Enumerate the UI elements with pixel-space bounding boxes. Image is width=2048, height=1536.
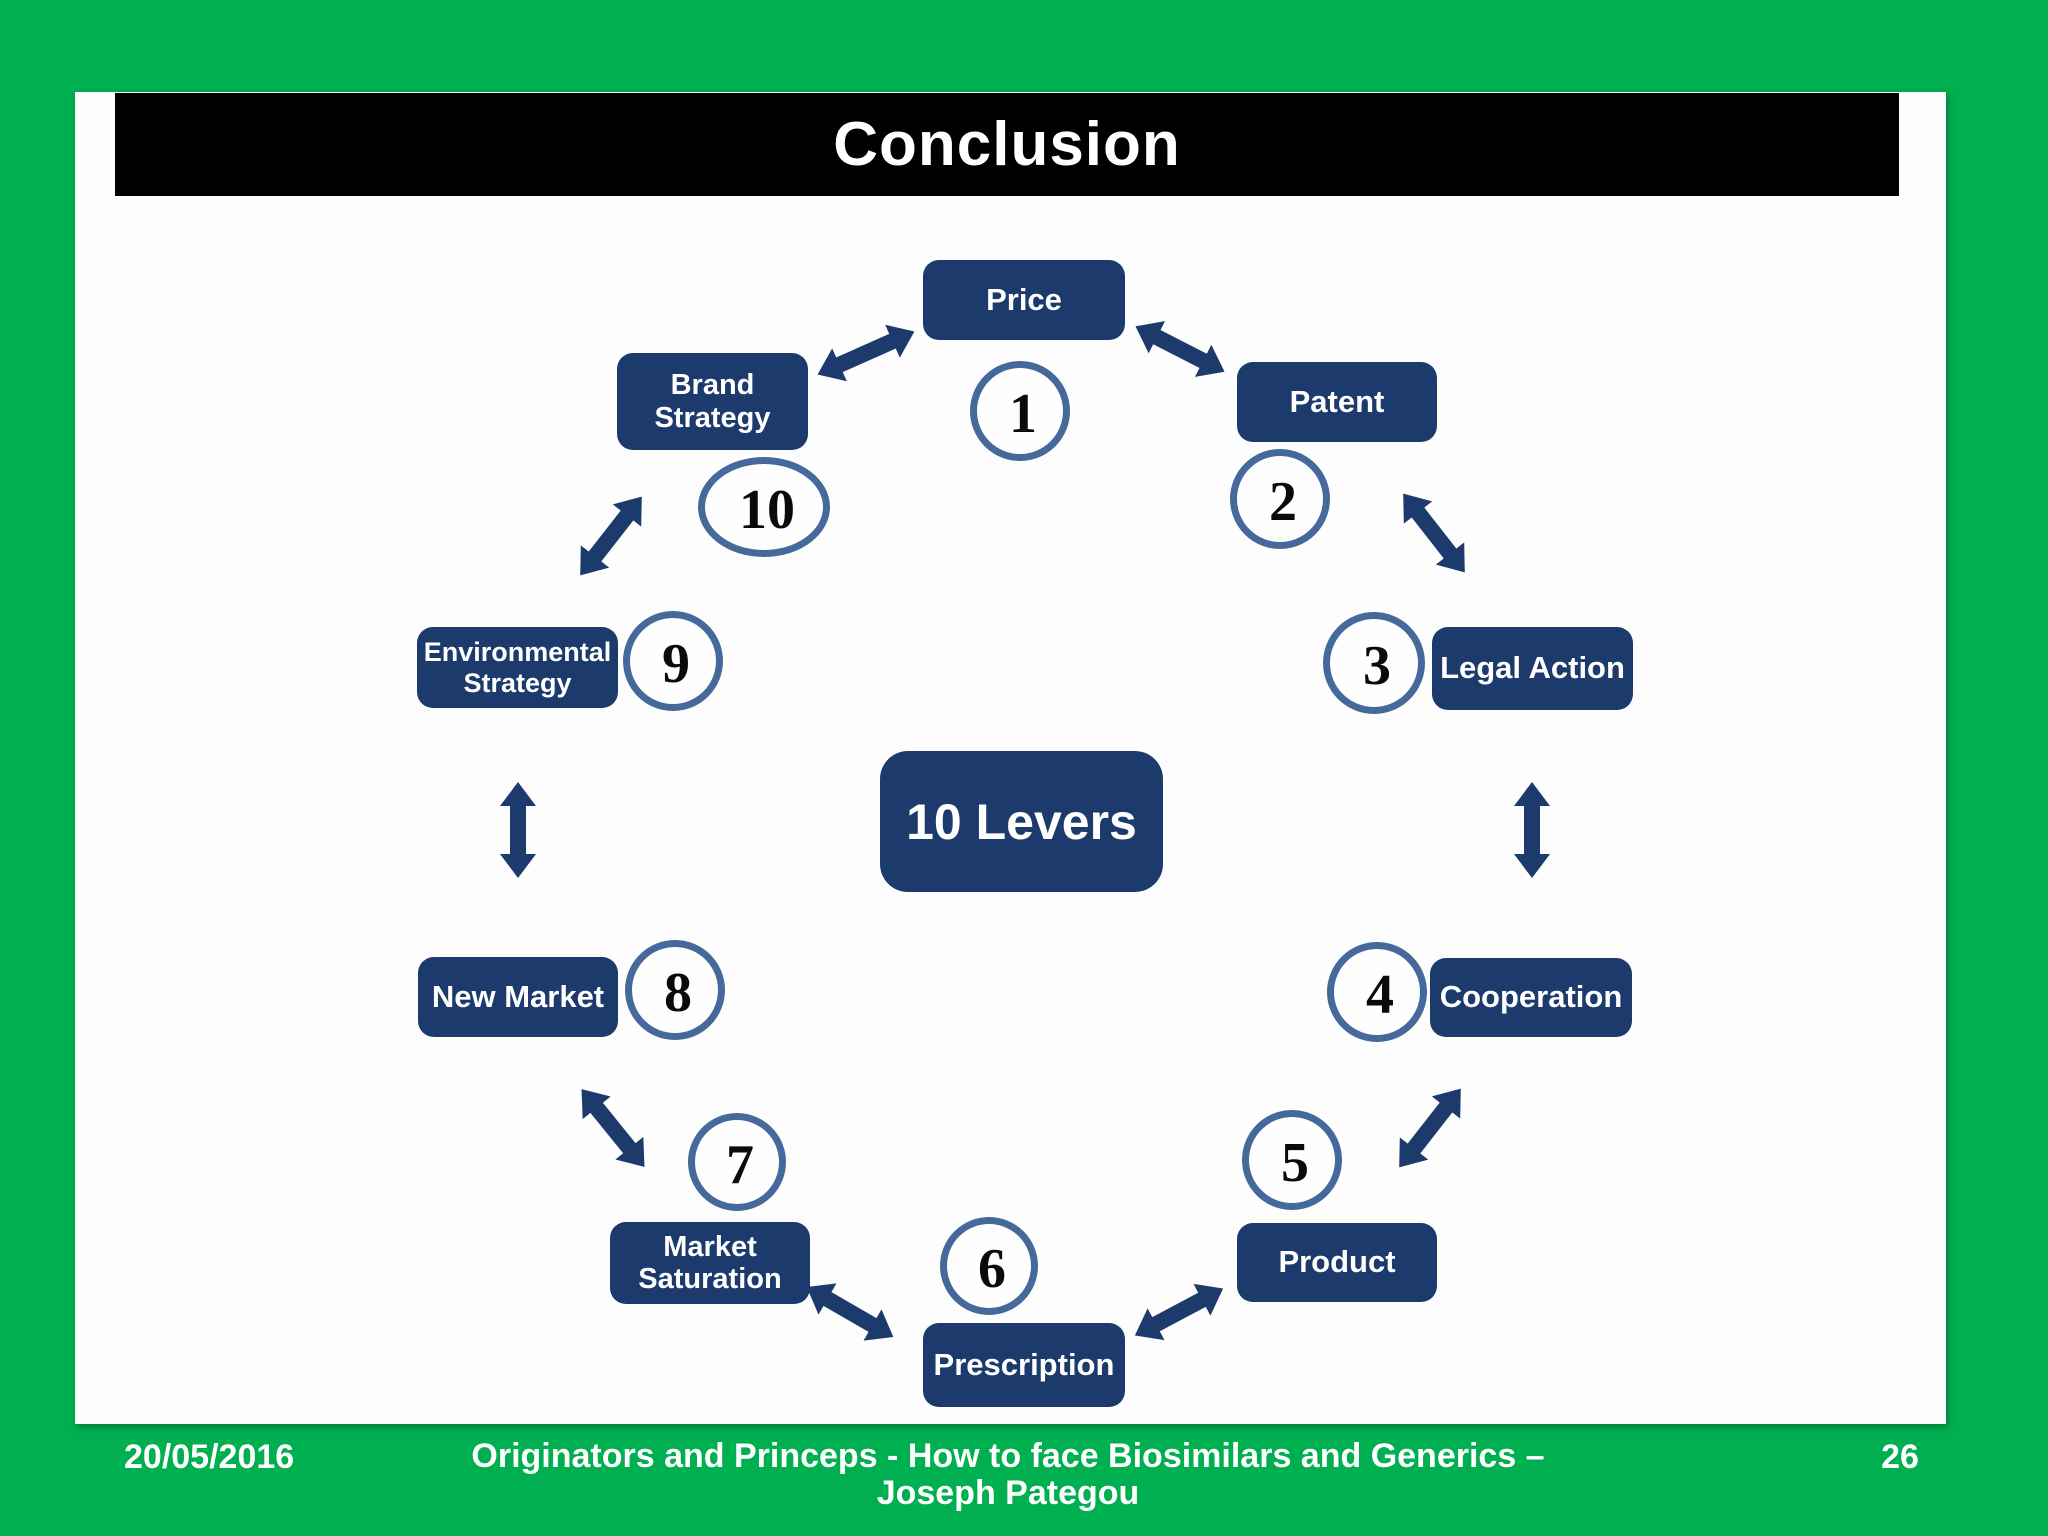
lever-number-circle-4: 4 xyxy=(1327,942,1427,1042)
lever-box-product: Product xyxy=(1237,1223,1437,1302)
lever-number-circle-7: 7 xyxy=(688,1113,786,1211)
lever-box-prescription: Prescription xyxy=(923,1323,1125,1407)
double-arrow-legal-cooperation xyxy=(1514,782,1550,878)
double-arrow-brand-price xyxy=(810,314,922,392)
lever-box-new-market: New Market xyxy=(418,957,618,1037)
lever-number-circle-2: 2 xyxy=(1230,449,1330,549)
footer-date: 20/05/2016 xyxy=(124,1438,295,1476)
lever-box-environmental-strategy: Environmental Strategy xyxy=(417,627,618,708)
lever-box-brand-strategy: Brand Strategy xyxy=(617,353,808,450)
lever-box-market-saturation: Market Saturation xyxy=(610,1222,810,1304)
lever-number-circle-6: 6 xyxy=(940,1217,1038,1315)
double-arrow-newmarket-saturation xyxy=(567,1077,659,1179)
title-bar: Conclusion xyxy=(115,93,1899,196)
footer-credit-line1: Originators and Princeps - How to face B… xyxy=(471,1437,1545,1475)
lever-number-circle-1: 1 xyxy=(970,361,1070,461)
page-number: 26 xyxy=(1881,1438,1919,1476)
lever-number-circle-5: 5 xyxy=(1242,1110,1342,1210)
lever-box-cooperation: Cooperation xyxy=(1430,958,1632,1037)
double-arrow-saturation-prescription xyxy=(797,1271,903,1353)
slide-canvas: Conclusion Price Patent Brand Strategy E… xyxy=(75,92,1946,1424)
slide-title: Conclusion xyxy=(833,110,1181,179)
double-arrow-cooperation-product xyxy=(1385,1077,1475,1179)
lever-number-circle-9: 9 xyxy=(623,611,723,711)
lever-number-circle-10: 10 xyxy=(698,457,830,557)
footer-credit-line2: Joseph Pategou xyxy=(876,1474,1140,1513)
double-arrow-patent-legal xyxy=(1389,482,1479,584)
footer-credit: Originators and Princeps - How to face B… xyxy=(404,1437,1612,1513)
lever-number-circle-3: 3 xyxy=(1323,612,1425,714)
center-box-10-levers: 10 Levers xyxy=(880,751,1163,892)
double-arrow-brand-environmental xyxy=(566,485,656,587)
double-arrow-product-prescription xyxy=(1126,1272,1232,1352)
double-arrow-environmental-newmarket xyxy=(500,782,536,878)
lever-box-patent: Patent xyxy=(1237,362,1437,442)
lever-box-price: Price xyxy=(923,260,1125,340)
lever-number-circle-8: 8 xyxy=(625,940,725,1040)
lever-box-legal-action: Legal Action xyxy=(1432,627,1633,710)
double-arrow-price-patent xyxy=(1127,310,1233,388)
